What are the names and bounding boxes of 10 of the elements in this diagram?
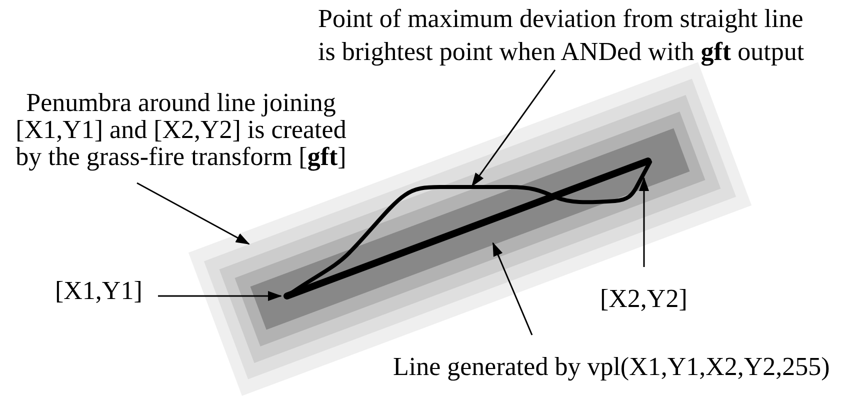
coordinate-label: [X2,Y2] [600,284,692,314]
callout-text: Line generated by vpl(X1,Y1,X2,Y2,255) [393,352,848,382]
coordinate-label: [X1,Y1] [55,276,147,306]
leader-arrow [158,291,282,301]
leader-arrow [136,182,250,245]
callout-text: Point of maximum deviation from straight line is brightest point when ANDed with gft output [318,2,810,68]
leader-arrow [492,242,533,336]
leader-arrow [639,177,649,267]
leader-arrow [471,70,556,187]
callout-text: Penumbra around line joining [X1,Y1] and [X2,Y2] is created by the grass-fire transform [gft] [0,89,362,170]
